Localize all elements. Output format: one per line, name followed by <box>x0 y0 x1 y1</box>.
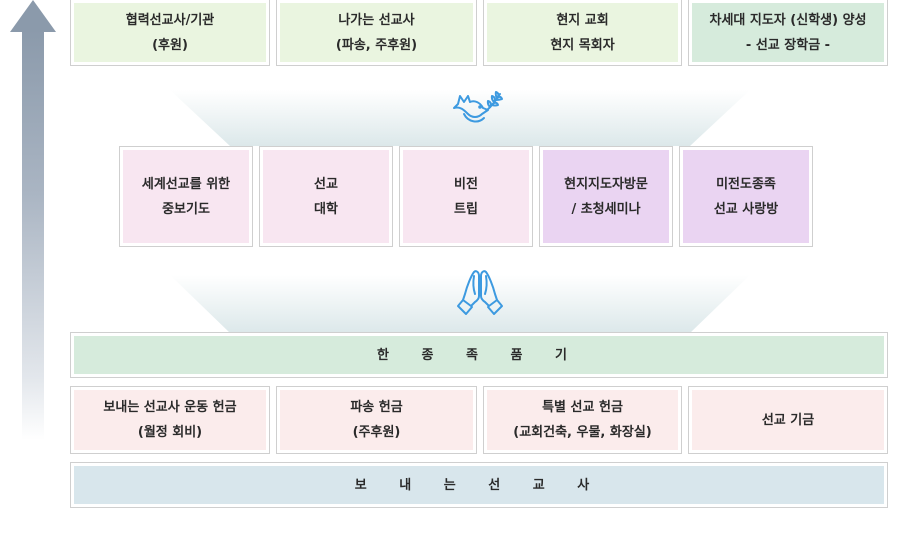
band-sending-missionary: 보 내 는 선 교 사 <box>70 462 888 508</box>
box-line2: 현지 목회자 <box>550 37 615 53</box>
band-label: 보 내 는 선 교 사 <box>354 477 604 493</box>
box-line2: (후원) <box>152 37 188 53</box>
offering-box-mission-fund: 선교 기금 <box>688 386 888 454</box>
band-label: 한 종 족 품 기 <box>377 347 581 363</box>
funnel-shape-top <box>170 90 750 146</box>
box-line2: 선교 사랑방 <box>713 201 779 217</box>
box-line2: 대학 <box>314 201 338 217</box>
offering-box-special-offering: 특별 선교 헌금 (교회건축, 우물, 화장실) <box>483 386 682 454</box>
box-line2: (월정 회비) <box>137 425 203 440</box>
box-line1: 선교 <box>314 176 338 192</box>
box-line2: (주후원) <box>352 425 401 440</box>
box-line1: 현지지도자방문 <box>564 176 648 192</box>
box-line1: 현지 교회 <box>556 12 609 28</box>
praying-hands-icon <box>457 270 503 315</box>
box-line1: 나가는 선교사 <box>338 12 415 28</box>
box-line1: 세계선교를 위한 <box>141 176 231 192</box>
band-embrace-one-people: 한 종 족 품 기 <box>70 332 888 378</box>
top-box-partner-missionary: 협력선교사/기관 (후원) <box>70 0 270 66</box>
up-arrow-icon <box>0 0 70 450</box>
box-line2: (교회건축, 우물, 화장실) <box>513 425 652 440</box>
box-line2: (파송, 주후원) <box>335 37 418 53</box>
box-line1: 미전도종족 <box>716 176 776 192</box>
box-line2: / 초청세미나 <box>571 201 641 217</box>
box-line1: 보내는 선교사 운동 헌금 <box>103 400 237 415</box>
top-box-outgoing-missionary: 나가는 선교사 (파송, 주후원) <box>276 0 477 66</box>
arrow-shaft <box>22 30 44 440</box>
offering-box-monthly-dues: 보내는 선교사 운동 헌금 (월정 회비) <box>70 386 270 454</box>
arrow-head <box>10 0 56 32</box>
box-line1: 특별 선교 헌금 <box>542 400 623 415</box>
box-line2: 트립 <box>454 201 478 217</box>
box-line2: - 선교 장학금 - <box>745 37 831 53</box>
box-line1: 파송 헌금 <box>350 400 403 415</box>
box-line1: 협력선교사/기관 <box>125 12 215 28</box>
middle-box-leader-visit-seminar: 현지지도자방문 / 초청세미나 <box>539 146 673 247</box>
box-line1: 비전 <box>454 176 478 192</box>
dove-with-olive-branch-icon <box>453 91 503 123</box>
box-line1: 선교 기금 <box>761 412 815 428</box>
top-box-next-generation: 차세대 지도자 (신학생) 양성 - 선교 장학금 - <box>688 0 888 66</box>
box-line1: 차세대 지도자 (신학생) 양성 <box>709 12 867 28</box>
offering-box-sending-offering: 파송 헌금 (주후원) <box>276 386 477 454</box>
box-line2: 중보기도 <box>162 201 210 217</box>
